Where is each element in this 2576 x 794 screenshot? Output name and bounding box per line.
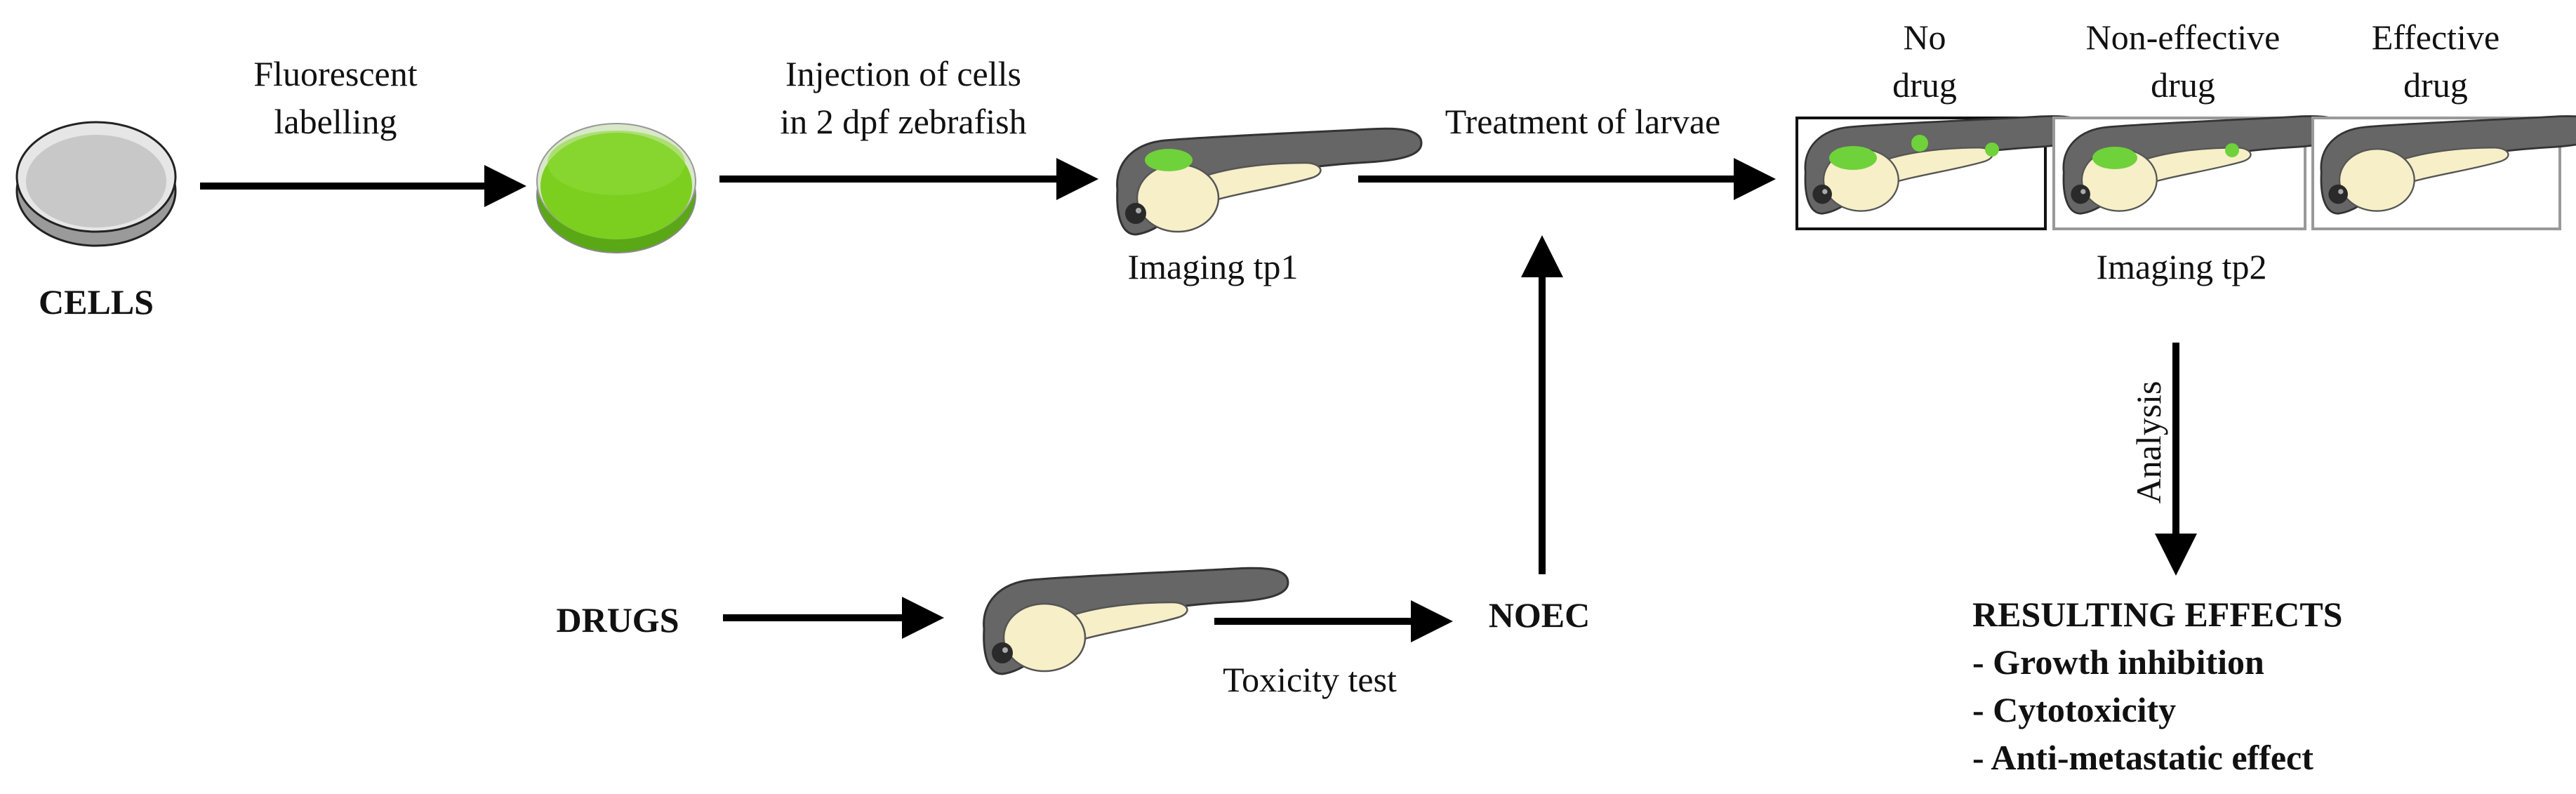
drugs-label: DRUGS (556, 600, 679, 640)
injection-label-line2: in 2 dpf zebrafish (780, 102, 1026, 141)
effective-drug-panel (2311, 115, 2576, 230)
imaging-tp2-label: Imaging tp2 (2096, 247, 2266, 286)
injection-label-line1: Injection of cells (785, 54, 1021, 93)
labelled-cells-dish-icon (536, 123, 696, 253)
results-title: RESULTING EFFECTS (1972, 595, 2343, 634)
toxicity-label: Toxicity test (1223, 660, 1397, 699)
no-drug-panel (1795, 115, 2086, 230)
cells-dish-icon (15, 121, 177, 247)
condition-1-label-line1: No (1903, 18, 1946, 57)
result-item-growth-inhibition: - Growth inhibition (1972, 642, 2264, 682)
analysis-label: Analysis (2129, 381, 2168, 504)
cells-label: CELLS (39, 282, 154, 322)
labelling-label-line1: Fluorescent (253, 54, 417, 93)
condition-2-label-line2: drug (2151, 65, 2215, 105)
result-item-cytotoxicity: - Cytotoxicity (1972, 690, 2176, 729)
condition-1-label-line2: drug (1892, 65, 1957, 105)
non-effective-drug-panel (2052, 115, 2344, 230)
labelling-label-line2: labelling (274, 102, 397, 141)
noec-label: NOEC (1489, 595, 1590, 635)
imaging-tp1-label: Imaging tp1 (1127, 247, 1298, 286)
result-item-anti-metastatic: - Anti-metastatic effect (1972, 738, 2313, 777)
condition-3-label-line1: Effective (2372, 18, 2499, 57)
condition-2-label-line1: Non-effective (2086, 18, 2280, 57)
condition-3-label-line2: drug (2403, 65, 2468, 105)
injected-zebrafish-icon (1116, 127, 1423, 236)
treatment-label: Treatment of larvae (1445, 102, 1720, 141)
